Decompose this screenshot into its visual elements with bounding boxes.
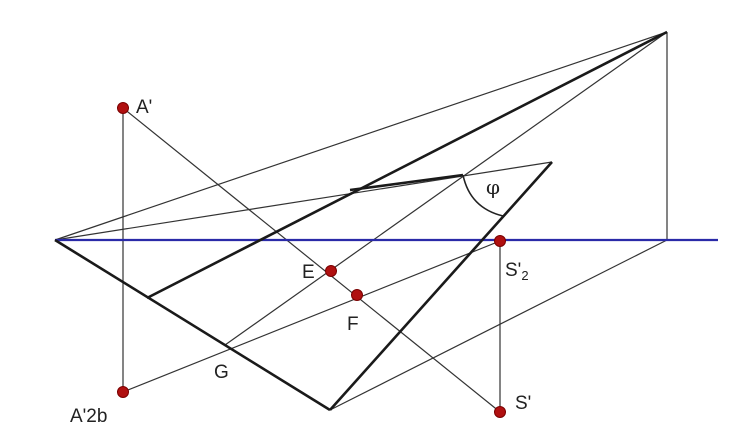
line-vertex-to-plane-left	[146, 30, 668, 300]
line-bottom-to-plane-corner	[329, 161, 553, 411]
labels: A' A'2b E F G S'2 S' φ	[70, 97, 531, 427]
point-e	[325, 265, 337, 277]
label-s2: S'2	[505, 260, 529, 283]
line-left-to-bottom	[54, 238, 331, 412]
plane-lines	[54, 30, 668, 412]
line-vertex-to-left	[54, 31, 668, 241]
label-phi: φ	[486, 175, 500, 199]
label-s-prime: S'	[515, 393, 531, 414]
line-a2b-to-s2	[122, 240, 501, 393]
label-a2b: A'2b	[70, 406, 107, 427]
point-a-prime	[117, 102, 129, 114]
label-f: F	[347, 314, 359, 335]
point-f	[351, 289, 363, 301]
line-plane-top-edge	[349, 173, 464, 192]
line-a-prime-to-s-prime	[122, 107, 501, 413]
point-s-prime	[494, 406, 506, 418]
line-vertex-to-g	[224, 31, 668, 346]
line-left-to-plane-edge	[54, 161, 553, 241]
label-a-prime: A'	[136, 97, 152, 118]
point-s2	[494, 235, 506, 247]
points	[117, 102, 506, 418]
label-e: E	[302, 262, 315, 283]
label-s2-main: S'	[505, 260, 521, 281]
point-a2b	[117, 386, 129, 398]
label-s2-subscript: 2	[521, 268, 528, 283]
angle-phi-arc	[462, 174, 504, 217]
construction-lines	[54, 31, 668, 413]
label-g: G	[214, 362, 229, 383]
line-bottom-to-right	[329, 239, 668, 411]
